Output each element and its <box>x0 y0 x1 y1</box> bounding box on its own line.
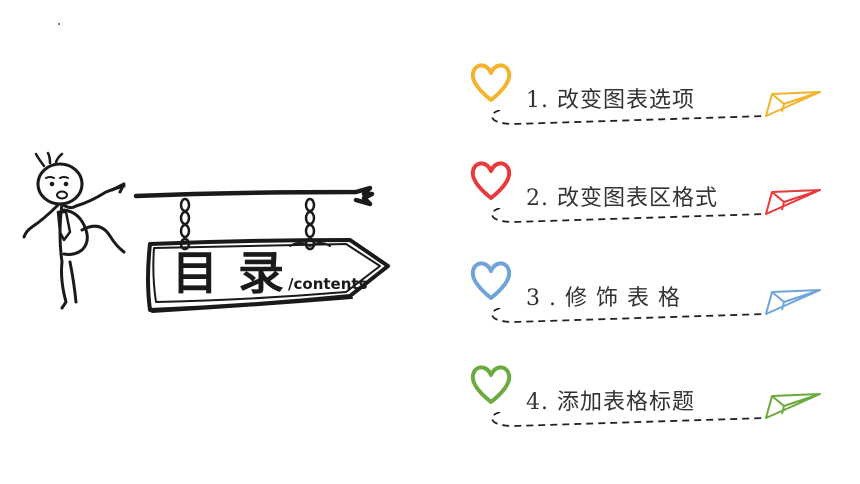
menu-item-label: 1. 改变图表选项 <box>526 88 695 113</box>
stick-figure <box>22 151 126 310</box>
menu-item-4[interactable]: 4. 添加表格标题 <box>468 362 828 442</box>
sign-title: 目 录/contents <box>172 250 368 296</box>
menu-item-label: 4. 添加表格标题 <box>526 390 695 415</box>
dashed-underline <box>491 412 767 427</box>
pole <box>133 185 375 207</box>
heart-icon <box>470 63 512 102</box>
paper-plane-icon <box>765 393 821 419</box>
paper-plane-icon <box>765 91 821 117</box>
dashed-underline <box>491 208 767 223</box>
decorative-dot <box>58 23 60 25</box>
menu-item-1[interactable]: 1. 改变图表选项 <box>468 60 828 140</box>
stick-figure-sign-illustration <box>22 151 390 313</box>
sign-title-text: 目 录 <box>172 246 287 300</box>
menu-item-3[interactable]: 3 . 修 饰 表 格 <box>468 258 828 338</box>
paper-plane-icon <box>765 189 821 215</box>
dashed-underline <box>491 308 767 323</box>
menu-item-label: 2. 改变图表区格式 <box>526 186 718 211</box>
heart-icon <box>470 261 512 300</box>
sign-subtitle: /contents <box>288 275 368 293</box>
paper-plane-icon <box>765 289 821 315</box>
menu-item-label: 3 . 修 饰 表 格 <box>526 286 681 311</box>
heart-icon <box>470 161 512 200</box>
dashed-underline <box>491 110 767 125</box>
sign-board <box>146 238 390 313</box>
menu-item-2[interactable]: 2. 改变图表区格式 <box>468 158 828 238</box>
heart-icon <box>470 365 512 404</box>
